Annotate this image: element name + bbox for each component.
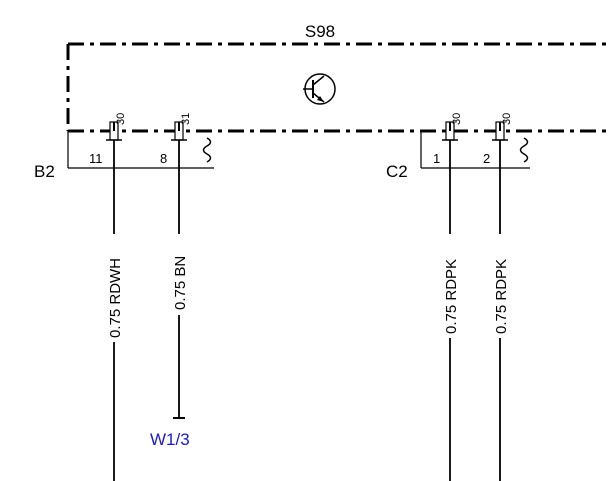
terminal-2: 31 <box>171 113 192 141</box>
terminal-number: 30 <box>115 113 127 125</box>
wire-label: 0.75 RDPK <box>493 259 510 334</box>
terminal-number: 30 <box>501 113 513 125</box>
wire-rdpk-1: 0.75 RDPK <box>443 140 460 481</box>
connector-c2 <box>420 131 530 169</box>
module-title: S98 <box>305 22 335 41</box>
connector-b2-label: B2 <box>34 162 55 181</box>
wire-label: 0.75 BN <box>172 256 189 310</box>
terminal-number: 30 <box>451 113 463 125</box>
wire-label: 0.75 RDPK <box>443 259 460 334</box>
wire-rdwh: 0.75 RDWH <box>107 140 124 481</box>
pin-c2-2: 2 <box>483 151 490 166</box>
transistor-icon <box>303 73 336 105</box>
wire-bn: 0.75 BN <box>172 140 189 419</box>
terminal-number: 31 <box>180 113 192 125</box>
module-s98-outline <box>66 42 610 133</box>
wire-label: 0.75 RDWH <box>107 258 124 338</box>
pin-b2-8: 8 <box>160 151 167 166</box>
terminal-4: 30 <box>492 113 513 141</box>
connector-c2-label: C2 <box>386 162 408 181</box>
reference-link-w1-3[interactable]: W1/3 <box>150 430 190 449</box>
pin-b2-11: 11 <box>89 151 103 166</box>
terminal-1: 30 <box>106 113 127 141</box>
pin-c2-1: 1 <box>433 151 440 166</box>
connector-b2 <box>67 131 214 169</box>
terminal-3: 30 <box>442 113 463 141</box>
wire-rdpk-2: 0.75 RDPK <box>493 140 510 481</box>
